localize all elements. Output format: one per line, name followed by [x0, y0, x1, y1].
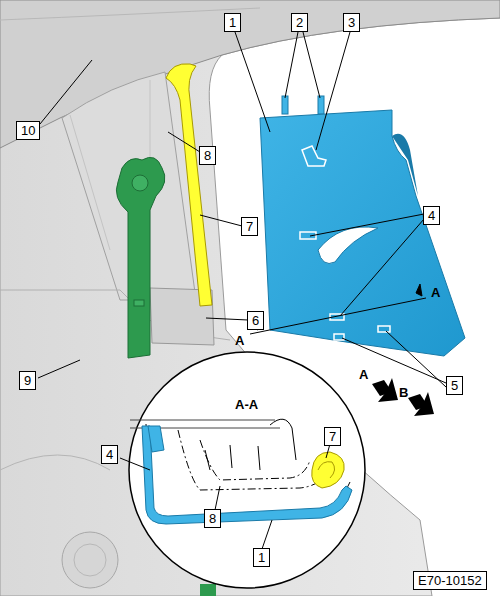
callout-number: 1 — [224, 13, 241, 32]
callout-number: 7 — [324, 427, 341, 446]
callout-number: 6 — [247, 311, 264, 330]
callout-number: 9 — [19, 371, 36, 390]
callout-number: 4 — [101, 445, 118, 464]
callout-number: 2 — [291, 13, 308, 32]
callout-number: 4 — [423, 206, 440, 225]
section-letter: A — [233, 333, 246, 348]
section-letter: A — [429, 285, 442, 300]
callout-number: 8 — [204, 509, 221, 528]
view-letter: B — [397, 385, 410, 400]
callout-number: 8 — [199, 146, 216, 165]
callout-number: 1 — [253, 548, 270, 567]
callout-number: 10 — [16, 121, 40, 140]
section-title: A-A — [233, 397, 260, 412]
callout-number: 3 — [343, 13, 360, 32]
callout-number: 5 — [446, 376, 463, 395]
image-id: E70-10152 — [413, 571, 487, 590]
view-letter: A — [357, 367, 370, 382]
callout-number: 7 — [241, 217, 258, 236]
